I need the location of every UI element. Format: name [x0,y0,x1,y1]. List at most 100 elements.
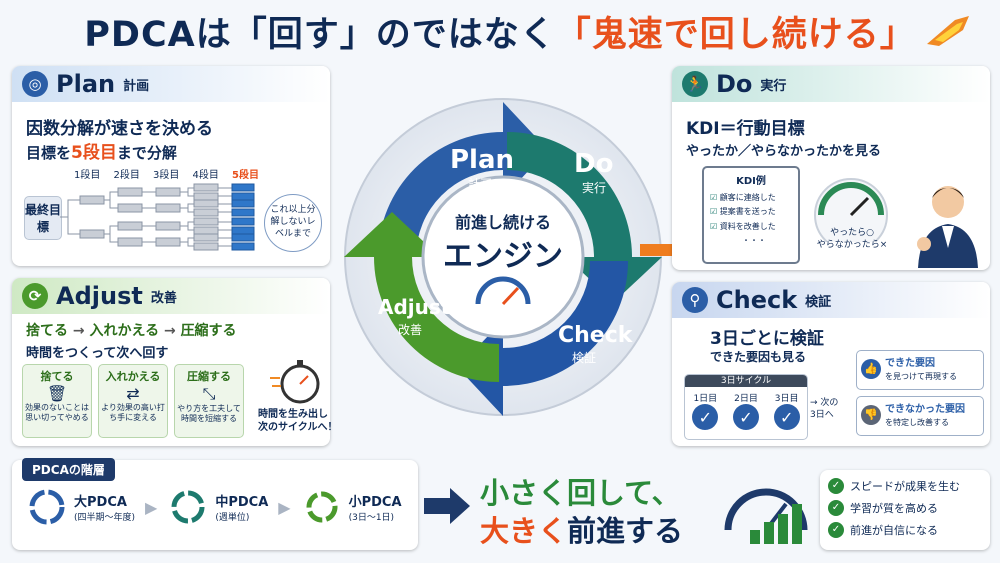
gauge-icon [814,178,888,242]
flow-discard: 捨てる [26,323,68,339]
cycle-do-jp: 実行 [582,180,606,195]
plan-sub-a: 目標を [26,144,72,162]
growth-gauge-icon [724,488,808,544]
swap-icon: ⇄ [126,384,140,403]
hierarchy-title: PDCAの階層 [22,458,115,481]
cycle-check-en: Check [558,323,634,348]
tagline-l2a: 大きく [480,514,568,548]
check-circle-icon: ✓ [828,522,844,538]
level-3: 3段目 [153,170,180,181]
kdi-item: ☑ 提案書を送った [710,205,798,219]
check-mark-icon: ✓ [732,404,759,430]
level-5: 5段目 [232,170,259,181]
good-text: を見つけて再現する [885,372,957,381]
adjust-header: ⟳ Adjust 改善 [12,278,330,314]
magnifier-icon: ⚲ [682,287,708,313]
tagline-l2b: 前進する [567,514,684,548]
kdi-item: ☑ 資料を改善した [710,220,798,234]
day-label: 1日目 [693,394,718,404]
plan-note: これ以上分解しないレベルまで [264,194,322,252]
plan-sub-highlight: 5段目 [71,143,117,163]
level-sub: (週単位) [215,513,250,523]
trash-icon: 🗑 [46,384,68,403]
do-gauge-text: やったら○ やらなかったら× [816,228,888,250]
check-headline: 3日ごとに検証 [710,329,824,349]
title-part1: PDCAは「回す」のではなく [84,15,556,55]
plan-root-goal: 最終目標 [24,196,62,240]
hierarchy-levels: 大PDCA(四半期〜年度) ▶ 中PDCA (週単位) ▶ 小PDCA (3日〜1日… [26,486,402,528]
bad-text: を特定し改善する [885,418,949,427]
benefit-text: 学習が質を高める [850,502,938,515]
adjust-title-jp: 改善 [150,290,177,306]
cycle-medium-icon [171,490,205,524]
benefit-text: 前進が自信になる [850,524,938,537]
businessman-avatar [917,186,978,268]
adjust-timer-text: 時間を生み出し 次のサイクルへ！ [258,409,338,433]
card-title: 捨てる [40,370,74,383]
kdi-item-text: 提案書を送った [719,207,776,217]
plan-header: ◎ Plan 計画 [12,66,330,102]
level-sub: (3日〜1日) [348,513,395,523]
check-next-text: 次の 3日へ [810,398,839,420]
kdi-more: ・・・ [742,236,766,246]
check-mark-icon: ✓ [773,404,800,430]
hierarchy-level-small: 小PDCA (3日〜1日) [349,491,402,523]
benefit-item: ✓スピードが成果を生む [828,478,982,494]
flow-compress: 圧縮する [180,323,237,339]
good-factor-box: 👍 できた要因 を見つけて再現する [856,350,984,390]
cycle-adjust-jp: 改善 [398,322,422,337]
do-panel: 🏃 Do 実行 KDI＝行動目標 やったか／やらなかったかを見る KDI例 ☑ … [672,66,990,270]
cycle-plan-jp: 計画 [468,176,492,191]
card-text: 効果のないことは思い切ってやめる [25,403,89,422]
card-title: 圧縮する [187,370,231,383]
calendar-title: 3日サイクル [685,375,807,387]
refresh-icon: ⟳ [22,283,48,309]
level-name: 小PDCA [348,495,402,510]
day-label: 2日目 [734,394,758,404]
check-title-en: Check [716,286,798,314]
tagline-line1: 小さく回して、 [480,476,681,510]
triangle-right-icon: ▶ [278,497,291,517]
pdca-cycle: Plan 計画 Do 実行 Check 検証 Adjust 改善 前進し続ける … [344,98,662,416]
cycle-plan-en: Plan [450,145,514,175]
level-name: 中PDCA [215,495,269,510]
navy-arrow-icon [424,488,470,524]
plan-title-jp: 計画 [123,78,150,94]
plan-sub-b-text: まで分解 [116,144,177,162]
compress-icon: ⤡ [202,384,216,403]
cycle-check-arrow [458,261,628,416]
card-text: より効果の高い打ち手に変える [101,403,165,422]
kdi-list: ☑ 顧客に連絡した ☑ 提案書を送った ☑ 資料を改善した ・・・ [710,191,798,249]
cycle-adjust-arrow [344,212,499,382]
kdi-item-text: 資料を改善した [719,221,776,231]
cycle-do-arrow [507,132,662,302]
hierarchy-level-large: 大PDCA(四半期〜年度) [74,491,135,523]
hierarchy-panel: PDCAの階層 大PDCA(四半期〜年度) ▶ 中PDCA (週単位) ▶ 小PD… [12,458,418,550]
tagline-line2: 大きく前進する [480,508,683,550]
cycle-check-jp: 検証 [572,351,596,365]
plan-panel: ◎ Plan 計画 因数分解が速さを決める 目標を5段目まで分解 1段目 2段目… [12,66,330,266]
adjust-card-discard: 捨てる 🗑 効果のないことは思い切ってやめる [22,364,92,438]
kdi-list-title: KDI例 [736,176,766,187]
card-text: やり方を工夫して時間を短縮する [177,404,241,423]
do-title-en: Do [716,70,753,98]
arrow-right-icon: → [810,398,821,408]
speed-flame-icon [927,16,969,46]
cycle-center-top: 前進し続ける [455,213,551,232]
target-icon: ◎ [22,71,48,97]
level-4: 4段目 [192,170,219,181]
do-header: 🏃 Do 実行 [672,66,990,102]
day-label: 3日目 [774,394,799,404]
running-icon: 🏃 [682,71,708,97]
calendar-day: 2日目✓ [732,391,759,430]
adjust-card-replace: 入れかえる ⇄ より効果の高い打ち手に変える [98,364,168,438]
adjust-card-compress: 圧縮する ⤡ やり方を工夫して時間を短縮する [174,364,244,438]
check-sub: できた要因も見る [710,350,807,364]
page-title: PDCAは「回す」のではなく「鬼速で回し続ける」 [0,6,1000,57]
cycle-small-icon [306,491,338,523]
triangle-right-icon: ▶ [145,497,158,517]
thumbs-up-icon: 👍 [861,359,881,379]
plan-level-labels: 1段目 2段目 3段目 4段目 5段目 [74,166,259,181]
level-1: 1段目 [74,170,101,181]
level-sub: (四半期〜年度) [74,513,136,523]
